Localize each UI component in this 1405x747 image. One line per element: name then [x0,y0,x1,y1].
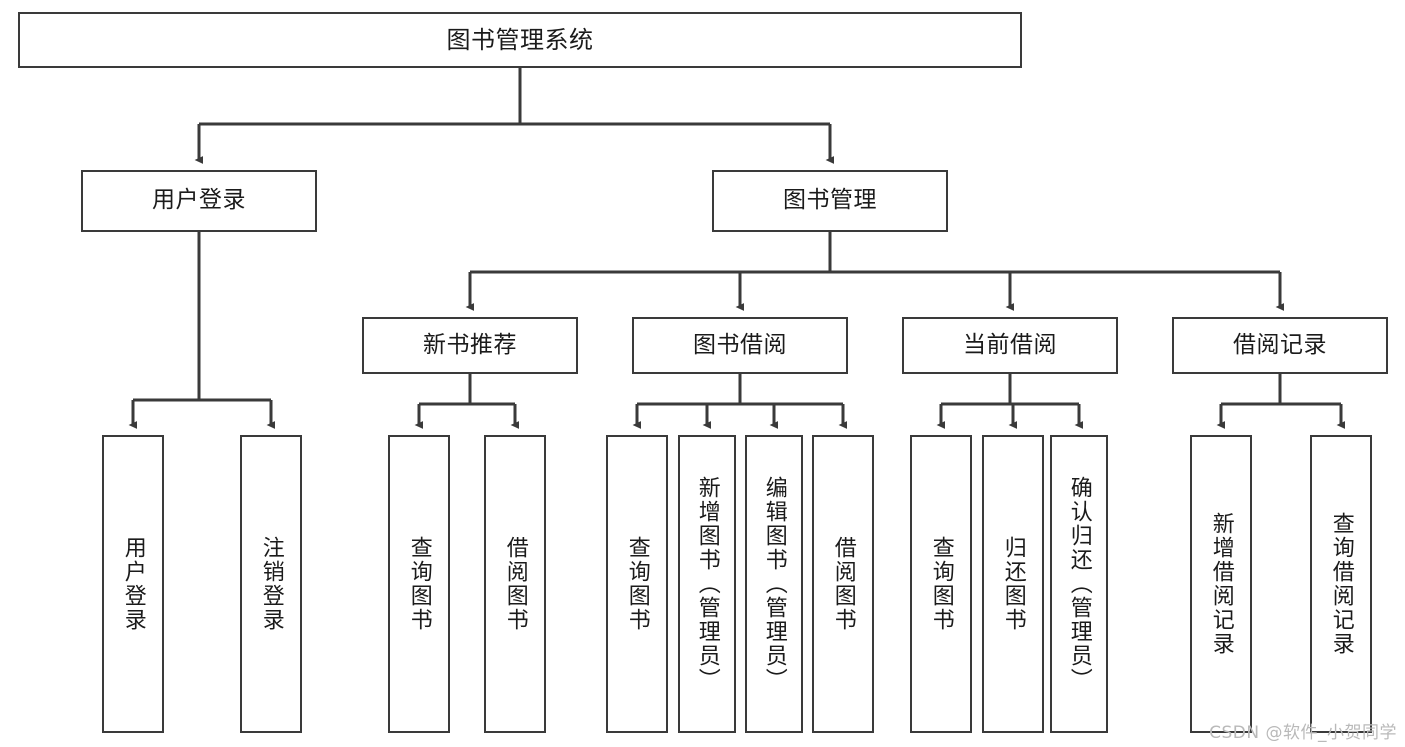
node-label: 图书管理系统 [446,25,594,54]
node-leaf-return-book[interactable]: 归还图书 [982,435,1044,733]
node-label: 查询图书 [928,536,954,632]
node-label: 查询图书 [406,536,432,632]
node-label: 图书管理 [783,187,877,214]
node-leaf-user-logout[interactable]: 注销登录 [240,435,302,733]
node-label: 编辑图书（管理员） [761,476,787,692]
node-label: 归还图书 [1000,536,1026,632]
node-leaf-borrow-book-2[interactable]: 借阅图书 [812,435,874,733]
node-leaf-query-book-2[interactable]: 查询图书 [606,435,668,733]
node-label: 当前借阅 [963,331,1057,358]
node-current-borrow[interactable]: 当前借阅 [902,317,1118,374]
node-label: 查询图书 [624,536,650,632]
node-book-borrow[interactable]: 图书借阅 [632,317,848,374]
node-label: 新增借阅记录 [1208,512,1234,656]
node-label: 用户登录 [120,536,146,632]
node-label: 确认归还（管理员） [1066,476,1092,692]
node-leaf-query-book-3[interactable]: 查询图书 [910,435,972,733]
node-label: 用户登录 [152,187,246,214]
csdn-watermark: CSDN @软件_小贺同学 [1209,723,1397,743]
node-user-login[interactable]: 用户登录 [81,170,317,232]
node-label: 新书推荐 [423,331,517,358]
node-leaf-query-book-1[interactable]: 查询图书 [388,435,450,733]
node-leaf-user-login[interactable]: 用户登录 [102,435,164,733]
node-label: 注销登录 [258,536,284,632]
node-leaf-confirm-return[interactable]: 确认归还（管理员） [1050,435,1108,733]
node-leaf-borrow-book-1[interactable]: 借阅图书 [484,435,546,733]
node-label: 新增图书（管理员） [694,476,720,692]
node-leaf-query-record[interactable]: 查询借阅记录 [1310,435,1372,733]
node-book-management[interactable]: 图书管理 [712,170,948,232]
node-leaf-add-book[interactable]: 新增图书（管理员） [678,435,736,733]
node-label: 借阅图书 [830,536,856,632]
node-new-book-recommend[interactable]: 新书推荐 [362,317,578,374]
node-label: 借阅图书 [502,536,528,632]
node-leaf-add-record[interactable]: 新增借阅记录 [1190,435,1252,733]
node-leaf-edit-book[interactable]: 编辑图书（管理员） [745,435,803,733]
node-root-system[interactable]: 图书管理系统 [18,12,1022,68]
node-borrow-record[interactable]: 借阅记录 [1172,317,1388,374]
node-label: 查询借阅记录 [1328,512,1354,656]
node-label: 图书借阅 [693,331,787,358]
node-label: 借阅记录 [1233,331,1327,358]
